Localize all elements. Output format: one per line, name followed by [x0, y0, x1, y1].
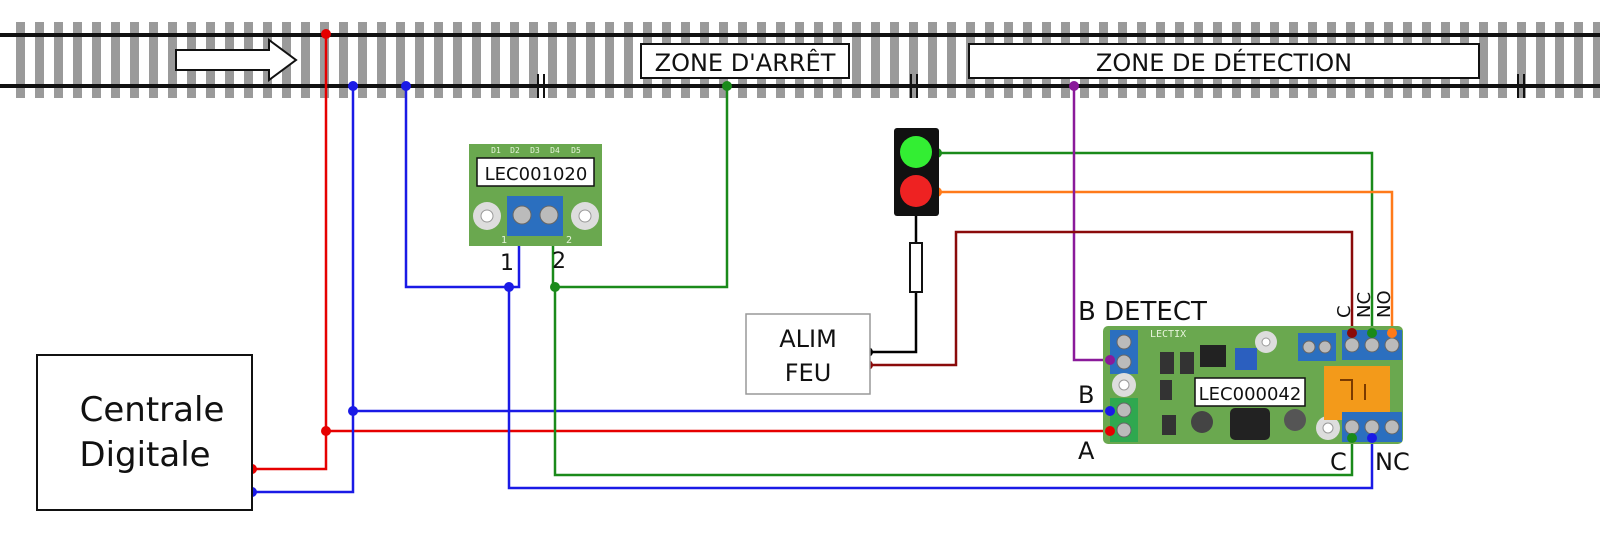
zone-stop-label: ZONE D'ARRÊT	[640, 43, 850, 79]
zone-detect-label: ZONE DE DÉTECTION	[968, 43, 1480, 79]
signal-light	[894, 128, 939, 293]
track-sleeper	[472, 22, 481, 98]
wires	[252, 34, 1394, 494]
track-sleeper	[510, 22, 519, 98]
track-sleeper	[605, 22, 614, 98]
track-sleeper	[301, 22, 310, 98]
wire-blue-module	[404, 86, 521, 289]
track-sleeper	[890, 22, 899, 98]
track-sleeper	[92, 22, 101, 98]
wire-green-lamp	[937, 151, 1374, 333]
track-sleeper	[396, 22, 405, 98]
led-d5-label: D5	[571, 146, 581, 155]
insulated-joint	[1517, 74, 1525, 98]
module-big-text: LEC000042	[1199, 384, 1302, 405]
insulated-joint	[537, 74, 545, 98]
signal-red-lamp-icon	[900, 175, 932, 207]
track-sleeper	[415, 22, 424, 98]
detect-label: B DETECT	[1078, 297, 1207, 327]
wire-black-signal	[868, 292, 918, 354]
relay-no-label: NO	[1374, 290, 1395, 318]
brand-text: LECTIX	[1150, 329, 1186, 340]
relay-nc-label: NC	[1354, 292, 1375, 318]
central-text-1: Centrale	[80, 390, 225, 430]
track-sleeper	[130, 22, 139, 98]
track-sleeper	[852, 22, 861, 98]
track-sleeper	[1517, 22, 1526, 98]
track-sleeper	[1593, 22, 1600, 98]
track-sleeper	[529, 22, 538, 98]
pcb-pin1-label: 1	[501, 235, 507, 246]
alim-feu-box: ALIM FEU	[745, 313, 871, 395]
track-sleeper	[1536, 22, 1545, 98]
direction-arrow-icon	[175, 38, 298, 82]
track-sleeper	[567, 22, 576, 98]
track-sleeper	[16, 22, 25, 98]
relay-icon	[1324, 366, 1390, 420]
track-sleeper	[1555, 22, 1564, 98]
track-sleeper	[1479, 22, 1488, 98]
track-sleeper	[491, 22, 500, 98]
b-label: B	[1078, 381, 1094, 409]
c-label: C	[1330, 448, 1347, 476]
track-sleeper	[54, 22, 63, 98]
track-sleeper	[73, 22, 82, 98]
track-sleeper	[909, 22, 918, 98]
track-sleeper	[586, 22, 595, 98]
wire-junctions	[247, 29, 1079, 497]
led-d3-label: D3	[530, 146, 540, 155]
module-lec001020: D1 D2 D3 D4 D5 LEC001020 1 2	[469, 144, 602, 246]
track-sleeper	[947, 22, 956, 98]
module-connection-dots	[1105, 328, 1397, 443]
track-sleeper	[548, 22, 557, 98]
track-sleeper	[168, 22, 177, 98]
wire-red-rail	[252, 34, 328, 471]
wire-green-zone	[551, 86, 729, 289]
signal-green-lamp-icon	[900, 136, 932, 168]
module-lec000042: LECTIX LEC000042	[1103, 326, 1403, 444]
insulated-joint	[910, 74, 918, 98]
alim-text-1: ALIM	[779, 325, 837, 353]
track-sleeper	[453, 22, 462, 98]
central-unit: Centrale Digitale	[36, 354, 253, 511]
alim-text-2: FEU	[785, 359, 832, 387]
track-sleeper	[320, 22, 329, 98]
railway-track: ZONE D'ARRÊT ZONE DE DÉTECTION	[0, 22, 1600, 98]
track-sleeper	[871, 22, 880, 98]
wire-purple-detect	[1072, 86, 1110, 362]
led-d1-label: D1	[491, 146, 501, 155]
wire-orange-lamp	[937, 190, 1394, 333]
led-d2-label: D2	[510, 146, 520, 155]
track-sleeper	[358, 22, 367, 98]
track-sleeper	[377, 22, 386, 98]
zone-stop-text: ZONE D'ARRÊT	[655, 48, 836, 77]
track-sleeper	[624, 22, 633, 98]
track-sleeper	[111, 22, 120, 98]
track-sleeper	[339, 22, 348, 98]
track-sleeper	[1498, 22, 1507, 98]
potentiometer-icon	[1235, 348, 1257, 370]
led-d4-label: D4	[550, 146, 560, 155]
track-sleeper	[1574, 22, 1583, 98]
track-sleeper	[149, 22, 158, 98]
relay-c-label: C	[1334, 305, 1355, 318]
wire-blue-nc	[507, 287, 1374, 490]
wire-blue-rail	[252, 86, 355, 494]
pin-1-label: 1	[500, 251, 514, 276]
track-sleeper	[35, 22, 44, 98]
zone-detect-text: ZONE DE DÉTECTION	[1096, 48, 1352, 77]
wire-darkred-alim	[868, 230, 1354, 367]
module-small-text: LEC001020	[485, 164, 588, 185]
pin-2-label: 2	[552, 249, 566, 274]
track-sleeper	[434, 22, 443, 98]
track-sleeper	[928, 22, 937, 98]
resistor-icon	[909, 242, 923, 293]
pcb-pin2-label: 2	[566, 235, 572, 246]
wire-green-c	[553, 287, 1354, 477]
nc-label: NC	[1375, 448, 1410, 476]
central-text-2: Digitale	[79, 435, 210, 475]
a-label: A	[1078, 437, 1095, 465]
